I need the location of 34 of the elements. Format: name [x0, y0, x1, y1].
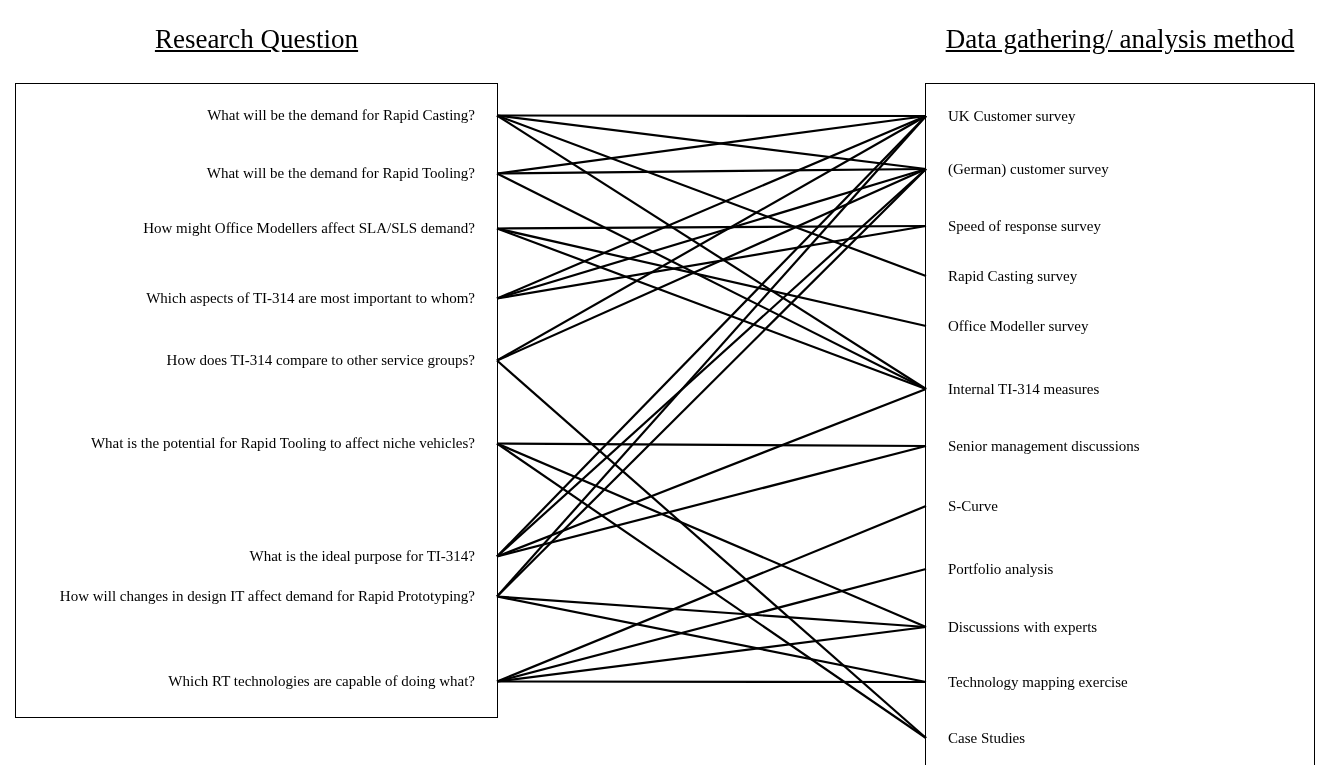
connector-line: [496, 227, 927, 391]
connector-line: [496, 442, 927, 628]
method-text: Case Studies: [948, 730, 1026, 746]
method-text: Rapid Casting survey: [948, 268, 1078, 284]
method-text: Technology mapping exercise: [948, 674, 1128, 690]
method-text: Portfolio analysis: [948, 561, 1054, 577]
connector-line: [496, 359, 927, 739]
connector-line: [496, 444, 927, 558]
question-text: How will changes in design IT affect demand for Rapid Prototyping?: [59, 588, 475, 604]
method-text: Office Modeller survey: [948, 318, 1089, 334]
question-text: What will be the demand for Rapid Tooling?: [206, 165, 475, 181]
connector-line: [496, 505, 927, 683]
question-text: What is the potential for Rapid Tooling to affect niche vehicles?: [90, 435, 475, 451]
question-text: Which aspects of TI-314 are most important to whom?: [146, 290, 475, 306]
column-heading: Research Question: [154, 24, 359, 54]
connector-line: [496, 442, 927, 739]
question-text: Which RT technologies are capable of doing what?: [168, 673, 475, 689]
connector-line: [497, 680, 926, 684]
question-text: What is the ideal purpose for TI-314?: [249, 548, 475, 564]
method-text: S-Curve: [948, 498, 998, 514]
column-heading: Data gathering/ analysis method: [945, 24, 1295, 54]
method-text: Senior management discussions: [948, 438, 1140, 454]
connector-line: [497, 442, 926, 448]
connector-line: [496, 595, 927, 684]
question-text: How might Office Modellers affect SLA/SLS demand?: [143, 220, 475, 236]
method-text: Discussions with experts: [948, 619, 1098, 635]
method-text: UK Customer survey: [948, 108, 1076, 124]
method-text: Internal TI-314 measures: [948, 381, 1100, 397]
method-text: Speed of response survey: [948, 218, 1101, 234]
connector-line: [496, 224, 927, 300]
question-text: How does TI-314 compare to other service groups?: [166, 352, 475, 368]
question-text: What will be the demand for Rapid Casting?: [207, 107, 475, 123]
connector-line: [496, 387, 927, 558]
method-text: (German) customer survey: [948, 161, 1109, 177]
